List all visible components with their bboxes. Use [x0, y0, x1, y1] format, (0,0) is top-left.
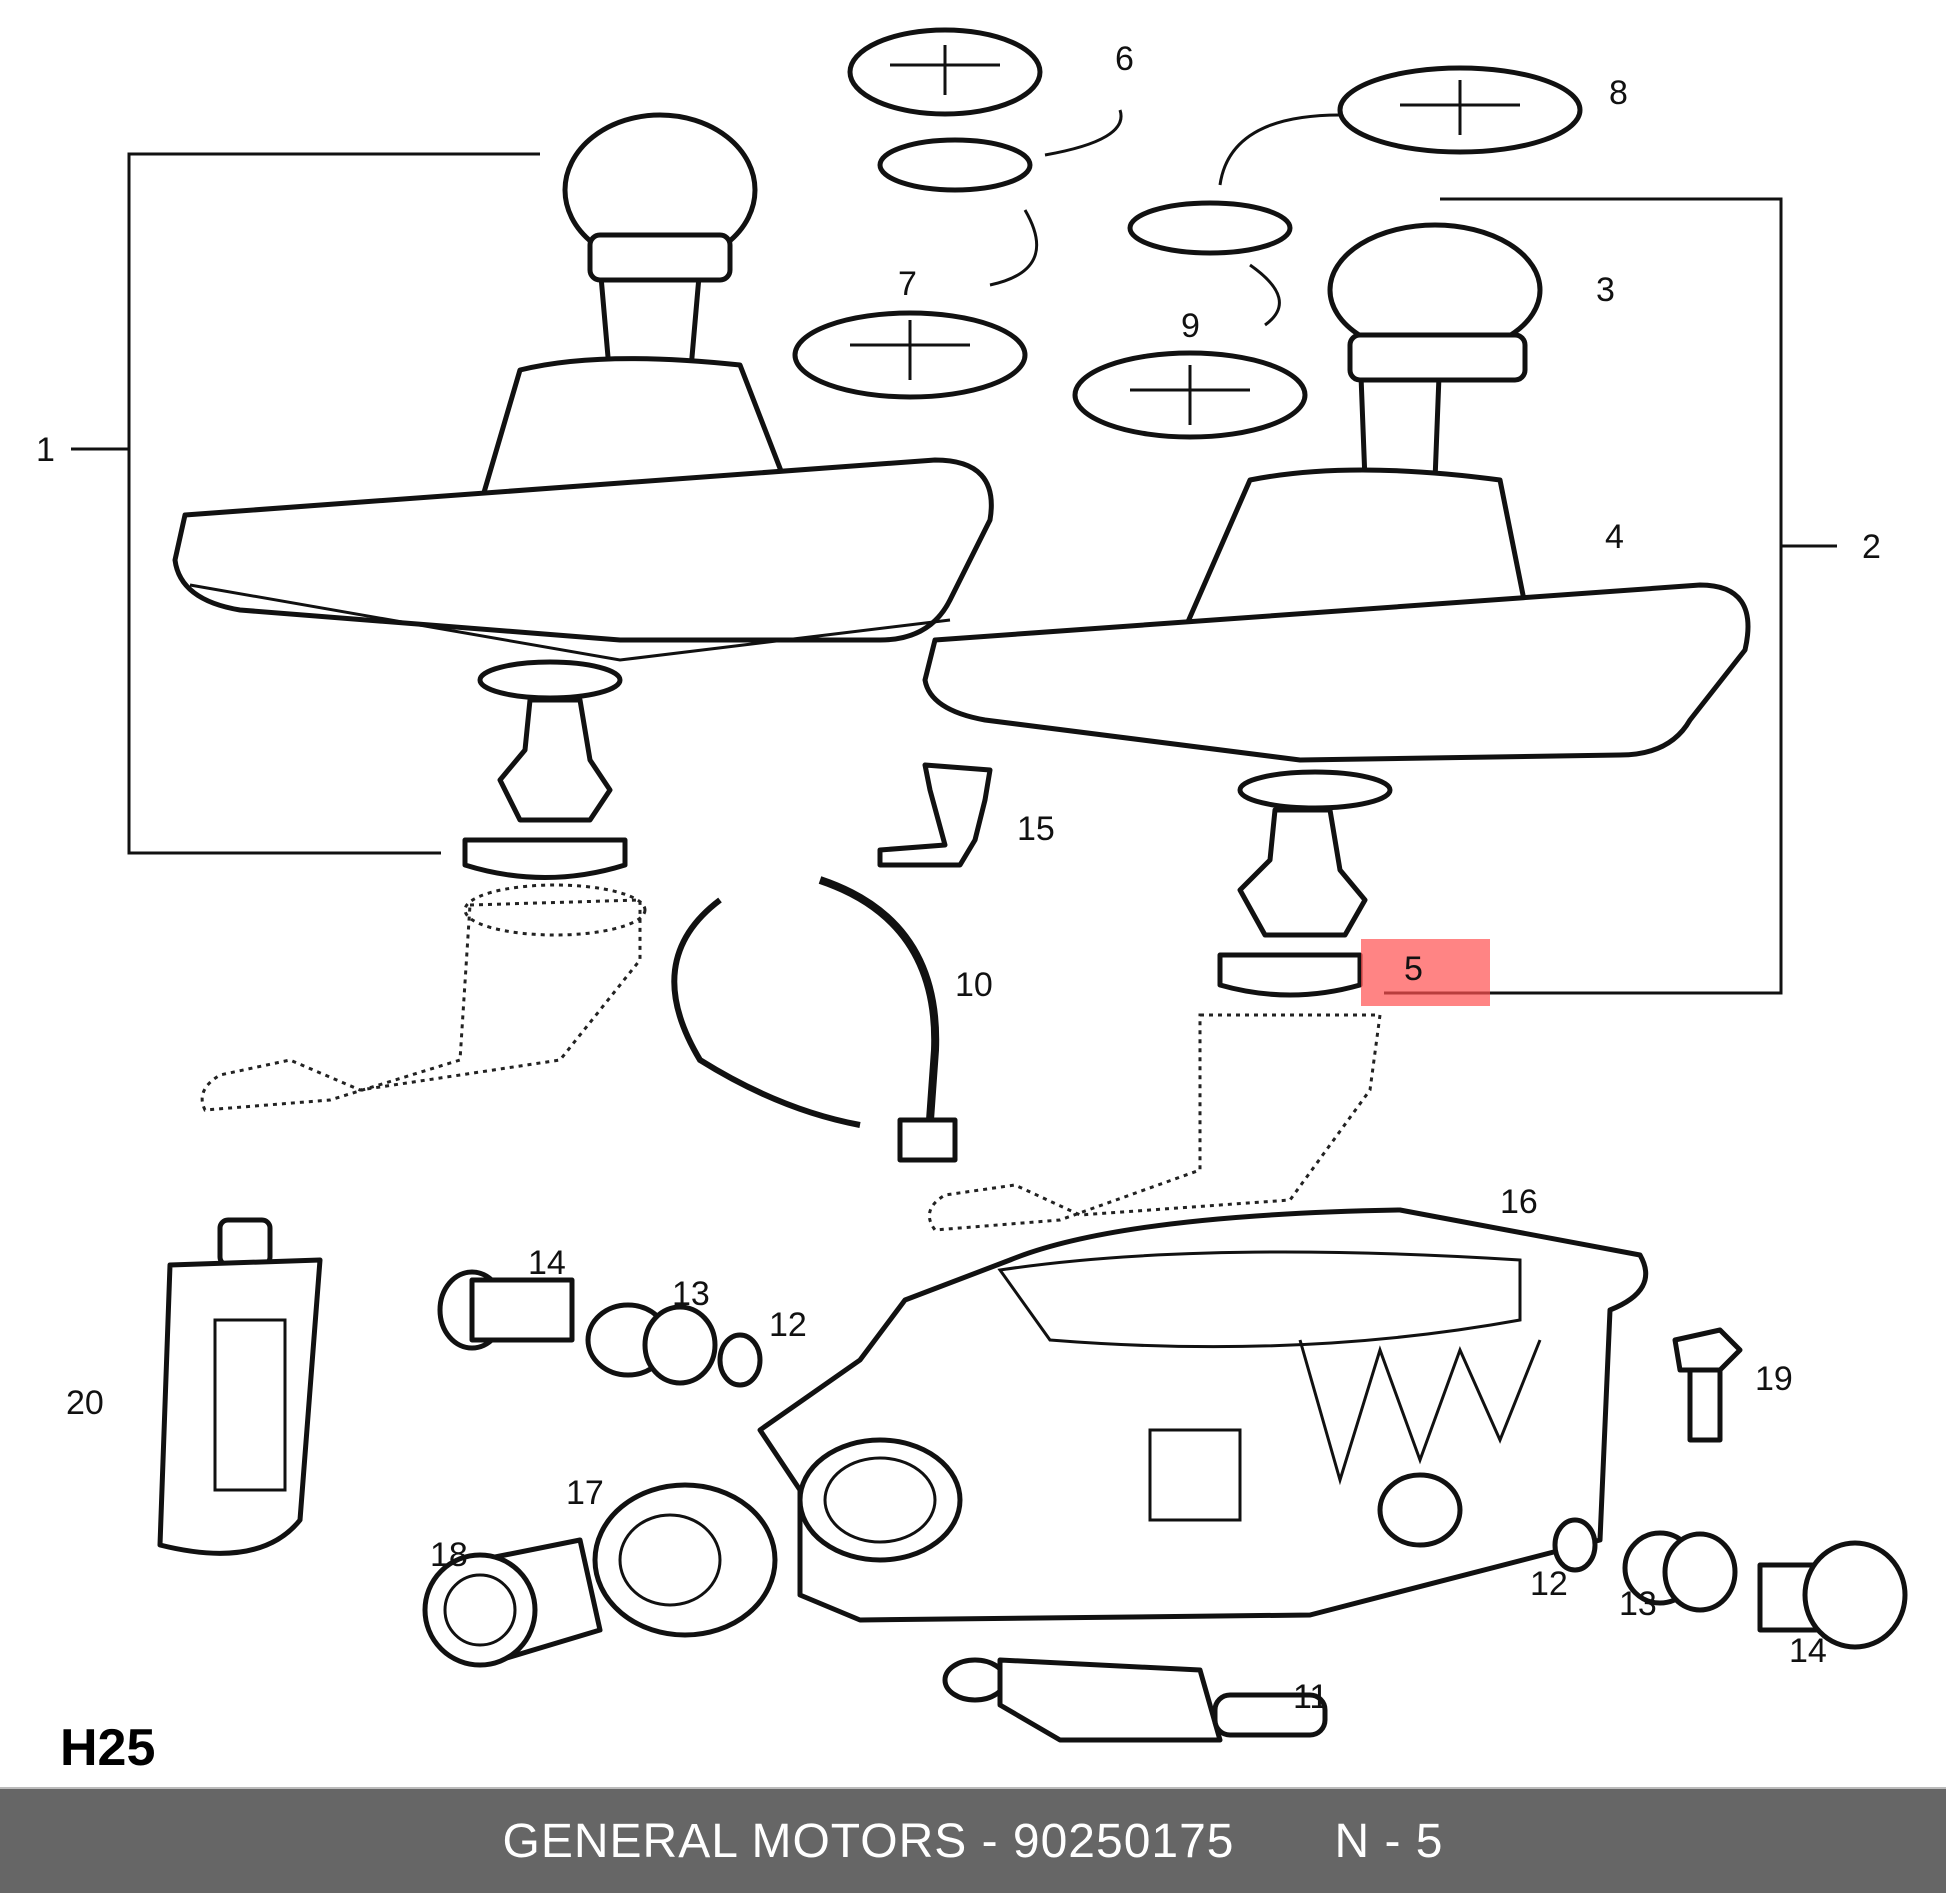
- sleeve-18: [422, 1537, 603, 1668]
- callout-12-right: 12: [1530, 1565, 1568, 1603]
- grease-tube-20: [157, 1217, 323, 1556]
- callout-13-right: 13: [1619, 1585, 1657, 1623]
- gear-knob-right: [1327, 222, 1543, 483]
- callout-6: 6: [1115, 40, 1134, 78]
- assembly-2-bracket: [1384, 197, 1783, 995]
- bushing-13-right: [1622, 1530, 1738, 1613]
- callout-15: 15: [1017, 810, 1055, 848]
- gear-knob-left: [562, 112, 758, 383]
- assembly-1-bracket: [127, 152, 540, 855]
- shift-pattern-cap-7: [792, 310, 1028, 400]
- shift-pattern-cap-9: [1072, 350, 1308, 440]
- callout-19: 19: [1755, 1360, 1793, 1398]
- shift-pattern-cap-8: [1337, 65, 1583, 155]
- shift-housing-16: [757, 1207, 1649, 1623]
- callout-2: 2: [1862, 528, 1881, 566]
- shift-pattern-cap-6: [847, 27, 1043, 117]
- o-ring-12-left: [717, 1332, 763, 1388]
- arrow-6: [1044, 109, 1123, 157]
- clip-15: [877, 762, 993, 868]
- bushing-13-left: [585, 1302, 718, 1386]
- plug-14-left: [437, 1269, 575, 1351]
- gear-boot-left: [172, 356, 994, 662]
- arrow-8: [1218, 113, 1341, 186]
- gear-boot-right: [922, 467, 1751, 763]
- shift-lever-right: [1217, 769, 1393, 998]
- callout-4: 4: [1605, 518, 1624, 556]
- cable-tie-10: [671, 876, 958, 1163]
- bolt-19: [1672, 1327, 1743, 1443]
- plug-14-right: [1757, 1540, 1908, 1650]
- callout-5: 5: [1404, 950, 1423, 988]
- callout-9: 9: [1181, 307, 1200, 345]
- arrow-7: [989, 209, 1039, 287]
- insert-6: [877, 137, 1033, 193]
- callout-20: 20: [66, 1384, 104, 1422]
- callout-12-left: 12: [769, 1306, 807, 1344]
- selector-right: [927, 1013, 1382, 1232]
- callout-7: 7: [898, 265, 917, 303]
- callout-10: 10: [955, 966, 993, 1004]
- o-ring-12-right: [1552, 1517, 1598, 1573]
- footer-bar: GENERAL MOTORS - 90250175 N - 5: [0, 1787, 1946, 1893]
- arrow-9: [1249, 263, 1281, 327]
- footer-reference: N - 5: [1334, 1814, 1444, 1868]
- shift-lever-left: [462, 659, 628, 880]
- selector-left: [200, 883, 647, 1112]
- callout-13-left: 13: [672, 1275, 710, 1313]
- footer-brand-part-number: GENERAL MOTORS - 90250175: [502, 1814, 1235, 1868]
- callout-11: 11: [1293, 1678, 1328, 1716]
- callout-18: 18: [430, 1536, 468, 1574]
- insert-9: [1127, 200, 1293, 256]
- callout-8: 8: [1609, 74, 1628, 112]
- callout-1: 1: [36, 431, 55, 469]
- callout-16: 16: [1500, 1183, 1538, 1221]
- shaft-11: [942, 1657, 1328, 1743]
- callout-3: 3: [1596, 271, 1615, 309]
- highlighted-part-marker: [1361, 939, 1490, 1006]
- callout-14-left: 14: [528, 1244, 566, 1282]
- callout-14-right: 14: [1789, 1632, 1827, 1670]
- bearing-17: [592, 1482, 778, 1638]
- callout-17: 17: [566, 1474, 604, 1512]
- diagram-id-label: H25: [60, 1719, 156, 1777]
